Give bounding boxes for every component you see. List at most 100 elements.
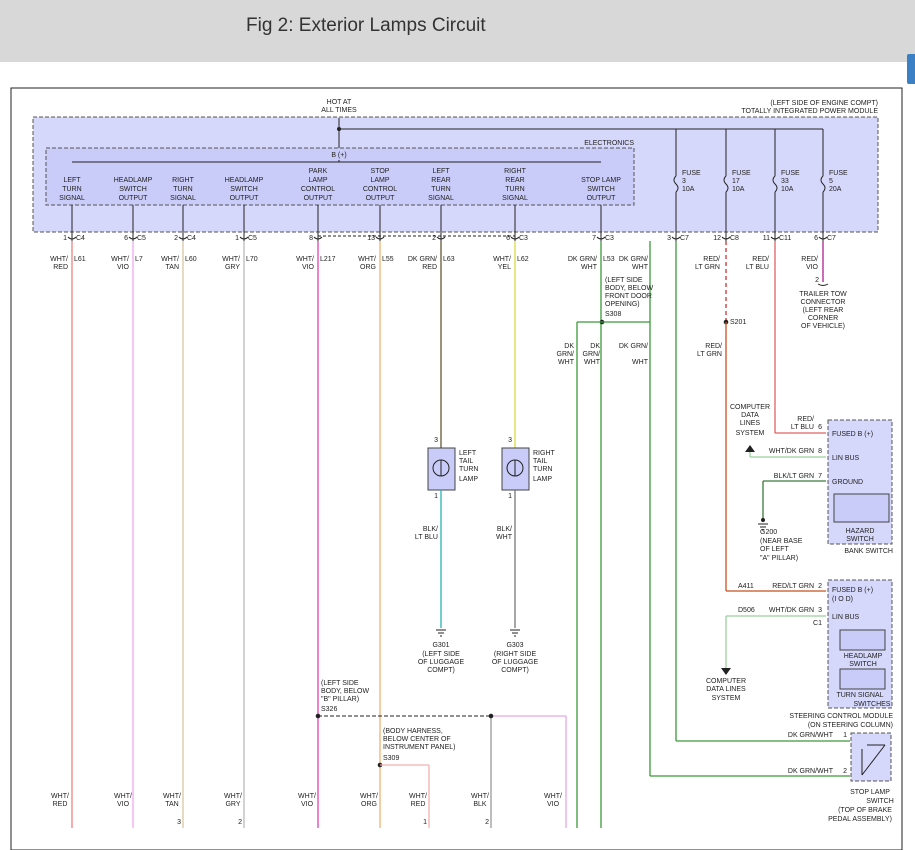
output-label-7-0: RIGHT — [504, 168, 527, 175]
fuse-label-1-1: 17 — [732, 178, 740, 185]
svg-text:DK: DK — [590, 343, 600, 350]
output-label-4-0: PARK — [309, 168, 328, 175]
trailer-tow-connector: 2 TRAILER TOW CONNECTOR (LEFT REAR CORNE… — [799, 277, 847, 330]
svg-text:(LEFT SIDE: (LEFT SIDE — [605, 277, 643, 284]
output-pin-8: 7 — [592, 235, 596, 242]
svg-text:CORNER: CORNER — [808, 315, 838, 322]
stop-switch-labels: DK GRN/WHT 1 DK GRN/WHT 2 STOP LAMP SWIT… — [788, 732, 894, 823]
fuse-pin-2: 11 — [763, 235, 770, 242]
fuse-label-0-0: FUSE — [682, 170, 701, 177]
bottom-label2-1: VIO — [117, 801, 130, 808]
bottom-label-2: WHT/ — [163, 793, 181, 800]
wire-label-color-2: WHT/ — [161, 256, 179, 263]
output-label-3-1: SWITCH — [230, 186, 258, 193]
svg-text:(RIGHT SIDE: (RIGHT SIDE — [494, 651, 537, 658]
svg-text:LT BLU: LT BLU — [791, 424, 814, 431]
svg-text:TURN: TURN — [533, 466, 552, 473]
s201-label: S201 — [730, 319, 746, 326]
svg-text:LT BLU: LT BLU — [415, 534, 438, 541]
svg-text:(LEFT REAR: (LEFT REAR — [803, 307, 844, 314]
svg-text:6: 6 — [818, 424, 822, 431]
stop-lamp-switch-box — [850, 732, 892, 782]
svg-text:OPENING): OPENING) — [605, 301, 640, 308]
wire-label-color2-9: WHT — [632, 264, 649, 271]
left-tail-turn-lamp — [427, 447, 456, 491]
ground-g301-icon — [436, 629, 446, 637]
output-label-1-1: SWITCH — [119, 186, 147, 193]
svg-text:C1: C1 — [813, 620, 822, 627]
s308-branch-labels: DK GRN/ WHT DK GRN/ WHT DK GRN/ WHT — [557, 343, 649, 366]
svg-text:RIGHT: RIGHT — [533, 450, 556, 457]
hot-label-1: HOT AT — [327, 99, 352, 106]
svg-text:S308: S308 — [605, 311, 621, 318]
svg-text:DK GRN/WHT: DK GRN/WHT — [788, 768, 834, 775]
wire-label-color-1: WHT/ — [111, 256, 129, 263]
fuse-pin-3: 6 — [814, 235, 818, 242]
output-label-8-0: STOP LAMP — [581, 177, 621, 184]
svg-text:3: 3 — [818, 607, 822, 614]
wire-label-color2-8: WHT — [581, 264, 598, 271]
svg-text:D506: D506 — [738, 607, 755, 614]
fuse-label-1-2: 10A — [732, 186, 745, 193]
output-label-2-0: RIGHT — [172, 177, 195, 184]
output-pin-4: 8 — [309, 235, 313, 242]
svg-text:PEDAL ASSEMBLY): PEDAL ASSEMBLY) — [828, 816, 892, 823]
wire-label-code-0: L61 — [74, 256, 86, 263]
output-label-0-1: TURN — [62, 186, 81, 193]
wire-label-color-0: WHT/ — [50, 256, 68, 263]
wire-label-color2-3: GRY — [225, 264, 240, 271]
output-label-3-0: HEADLAMP — [225, 177, 264, 184]
hazard-switch-element — [833, 493, 890, 523]
bottom-pin-6: 1 — [423, 819, 427, 826]
wire-label-color-9: DK GRN/ — [619, 256, 648, 263]
output-label-0-2: SIGNAL — [59, 195, 85, 202]
svg-text:(BODY HARNESS,: (BODY HARNESS, — [383, 728, 443, 735]
output-label-4-2: CONTROL — [301, 186, 335, 193]
svg-text:COMPT): COMPT) — [427, 667, 455, 674]
wire-label-color2-10: LT GRN — [695, 264, 720, 271]
bottom-label-7: WHT/ — [471, 793, 489, 800]
page-title: Fig 2: Exterior Lamps Circuit — [246, 15, 486, 36]
fuse-label-1-0: FUSE — [732, 170, 751, 177]
output-label-5-2: CONTROL — [363, 186, 397, 193]
svg-text:TAIL: TAIL — [533, 458, 547, 465]
svg-text:OF LUGGAGE: OF LUGGAGE — [492, 659, 539, 666]
ground-g303-icon — [510, 629, 520, 637]
svg-text:TURN: TURN — [459, 466, 478, 473]
output-pin-7: 6 — [506, 235, 510, 242]
splice-s326 — [315, 713, 321, 719]
fuse-conn-1: C8 — [730, 235, 739, 242]
svg-text:1: 1 — [508, 493, 512, 500]
fuse-label-3-1: 5 — [829, 178, 833, 185]
svg-text:LAMP: LAMP — [533, 476, 552, 483]
fuse-label-0-2: 10A — [682, 186, 695, 193]
turn-signal-switch-element — [839, 668, 886, 690]
wire-label-color-4: WHT/ — [296, 256, 314, 263]
bottom-label-0: WHT/ — [51, 793, 69, 800]
bottom-label2-3: GRY — [225, 801, 240, 808]
svg-text:BLK/: BLK/ — [497, 526, 512, 533]
svg-text:LEFT: LEFT — [459, 450, 477, 457]
side-tab-button[interactable] — [907, 54, 915, 84]
svg-text:G200: G200 — [760, 529, 777, 536]
svg-text:DATA: DATA — [741, 412, 759, 419]
svg-text:LINES: LINES — [740, 420, 761, 427]
wire-label-color-7: WHT/ — [493, 256, 511, 263]
fuse-label-2-2: 10A — [781, 186, 794, 193]
fuse-conn-3: C7 — [827, 235, 836, 242]
svg-text:COMPT): COMPT) — [501, 667, 529, 674]
svg-text:DATA LINES: DATA LINES — [706, 686, 746, 693]
svg-text:(LEFT SIDE: (LEFT SIDE — [321, 680, 359, 687]
hot-label-2: ALL TIMES — [321, 107, 357, 114]
wire-label-color2-7: YEL — [498, 264, 511, 271]
output-label-5-0: STOP — [371, 168, 390, 175]
bottom-label-6: WHT/ — [409, 793, 427, 800]
arrow-to-computer-data-lines-2 — [721, 668, 731, 675]
svg-text:CONNECTOR: CONNECTOR — [801, 299, 846, 306]
wire-label-code-1: L7 — [135, 256, 143, 263]
svg-text:SWITCH: SWITCH — [846, 536, 874, 543]
fuse-conn-0: C7 — [680, 235, 689, 242]
bottom-pin-7: 2 — [485, 819, 489, 826]
svg-text:SYSTEM: SYSTEM — [712, 695, 741, 702]
